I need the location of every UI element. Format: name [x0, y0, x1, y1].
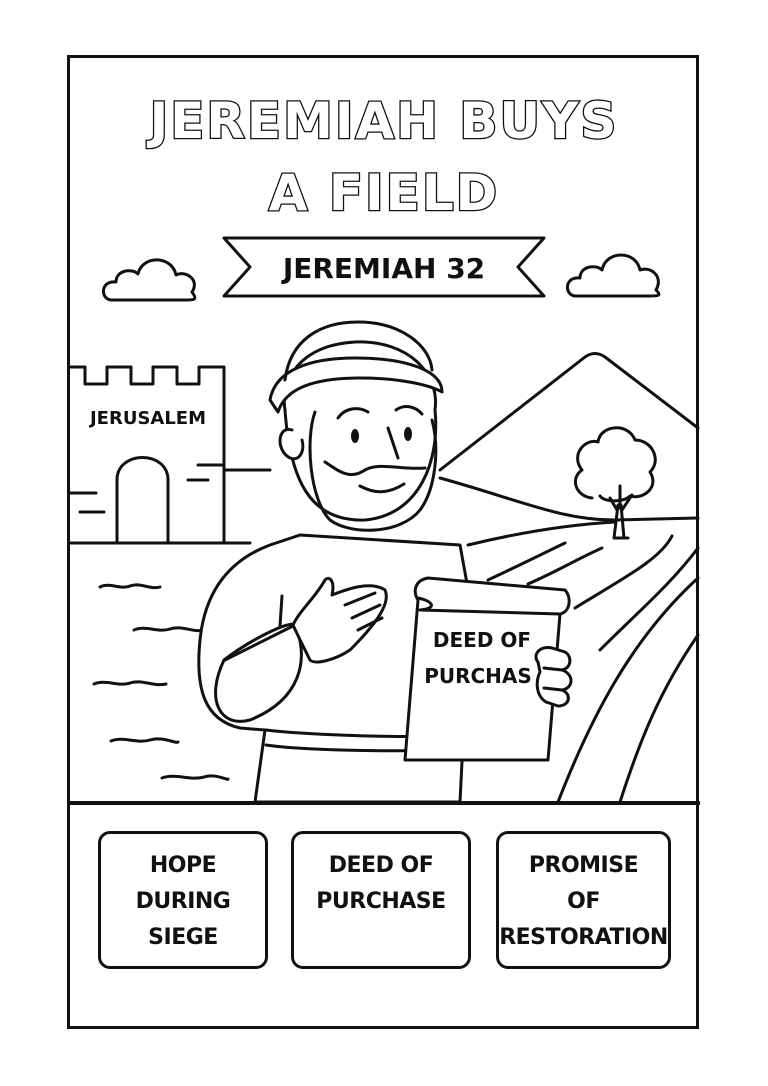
concept-box-deed: DEED OF PURCHASE — [291, 831, 471, 969]
page-border — [67, 55, 699, 1029]
tree-icon — [573, 426, 657, 540]
water-waves — [92, 583, 230, 781]
cloud-left-icon — [102, 258, 197, 302]
field — [438, 476, 700, 804]
banner-ribbon: JEREMIAH 32 — [222, 236, 546, 298]
deed-scroll: DEED OF PURCHAS — [403, 576, 573, 762]
concept-box-text: RESTORATION — [499, 925, 668, 950]
concept-box-text: PURCHASE — [316, 889, 446, 914]
cloud-right-icon — [566, 253, 661, 298]
mountain — [438, 352, 700, 472]
concept-box-promise: PROMISE OF RESTORATION — [496, 831, 671, 969]
banner-reference: JEREMIAH 32 — [281, 252, 485, 285]
scroll-line-2: PURCHAS — [424, 664, 532, 688]
city-label: JERUSALEM — [88, 408, 206, 429]
concept-box-text: SIEGE — [148, 925, 218, 950]
concept-box-text: DURING — [135, 889, 231, 914]
scroll-line-1: DEED OF — [433, 628, 531, 652]
jeremiah-figure — [197, 320, 472, 804]
jerusalem-tower: JERUSALEM — [68, 365, 272, 545]
concept-box-hope: HOPE DURING SIEGE — [98, 831, 268, 969]
title-line-2: A FIELD — [269, 164, 499, 222]
title-line-1: JEREMIAH BUYS — [147, 92, 619, 150]
concept-box-text: PROMISE — [528, 853, 639, 878]
concept-box-text: OF — [567, 889, 600, 914]
concept-box-text: DEED OF — [328, 853, 434, 878]
concept-box-text: HOPE — [149, 853, 217, 878]
